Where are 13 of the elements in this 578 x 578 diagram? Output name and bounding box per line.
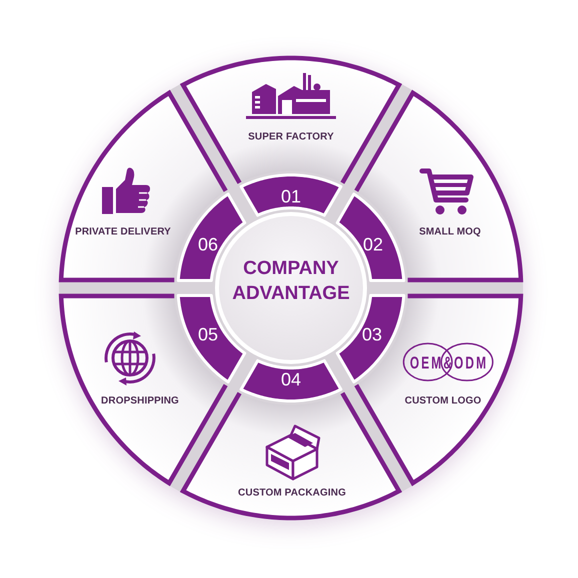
step-number: 03 bbox=[362, 324, 382, 346]
step-number: 06 bbox=[198, 234, 218, 256]
center-title: COMPANY ADVANTAGE bbox=[232, 257, 350, 306]
segment-label: CUSTOM PACKAGING bbox=[238, 488, 346, 498]
segment-label: PRIVATE DELIVERY bbox=[75, 226, 171, 238]
segment-label: SUPER FACTORY bbox=[248, 132, 334, 142]
segment-label: DROPSHIPPING bbox=[101, 396, 179, 406]
segment-label: SMALL MOQ bbox=[419, 226, 481, 238]
step-number: 05 bbox=[198, 324, 218, 346]
step-number: 01 bbox=[280, 186, 302, 208]
step-number: 02 bbox=[362, 234, 384, 256]
segment-label: CUSTOM LOGO bbox=[404, 396, 482, 406]
step-number: 04 bbox=[280, 370, 302, 390]
